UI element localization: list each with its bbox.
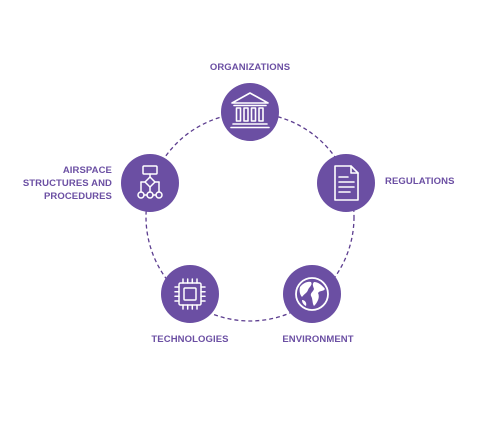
label-technologies: TECHNOLOGIES bbox=[151, 334, 229, 345]
node-circle bbox=[221, 83, 279, 141]
node-circle bbox=[161, 265, 219, 323]
node-technologies bbox=[161, 265, 219, 323]
node-regulations bbox=[317, 154, 375, 212]
flowchart-icon bbox=[137, 165, 163, 199]
label-regulations: REGULATIONS bbox=[385, 176, 455, 187]
label-line: AIRSPACE bbox=[62, 165, 112, 176]
node-circle bbox=[317, 154, 375, 212]
node-environment bbox=[283, 265, 341, 323]
government-building-icon bbox=[230, 92, 270, 129]
dashed-ring bbox=[145, 112, 355, 322]
globe-icon bbox=[295, 277, 329, 311]
label-environment: ENVIRONMENT bbox=[282, 334, 354, 345]
label-airspace-structures-procedures: AIRSPACE STRUCTURES AND PROCEDURES bbox=[10, 164, 112, 203]
node-circle bbox=[121, 154, 179, 212]
label-line: STRUCTURES AND bbox=[22, 178, 112, 189]
node-airspace bbox=[121, 154, 179, 212]
document-icon bbox=[334, 165, 359, 201]
microchip-icon bbox=[174, 278, 206, 310]
label-line: PROCEDURES bbox=[43, 191, 112, 202]
label-organizations: ORGANIZATIONS bbox=[209, 62, 291, 73]
node-organizations bbox=[221, 83, 279, 141]
